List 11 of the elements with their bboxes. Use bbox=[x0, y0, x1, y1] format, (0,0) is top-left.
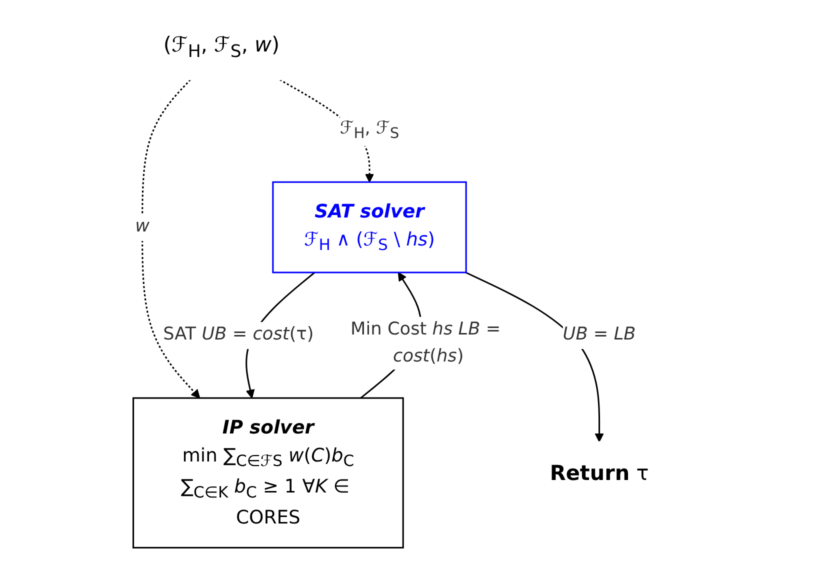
edge-label: w bbox=[136, 216, 150, 237]
arrow bbox=[466, 272, 604, 442]
node-box: IP solver min ∑$_{C∈ℱS}$ w(C)b$_{C}$ ∑$_{C∈K}$ b$_{C}$ ≥ 1 ∀K ∈ CORES bbox=[132, 397, 404, 548]
node-text: (ℱ$_{H}$, ℱ$_{S}$, w) bbox=[164, 32, 280, 62]
edge-label: ℱ$_{H}$, ℱ$_{S}$ bbox=[340, 118, 400, 142]
node-box: SAT solver ℱ$_{H}$ ∧ (ℱ$_{S}$ \ hs) bbox=[272, 181, 468, 274]
edge-label: UB = LB bbox=[563, 324, 636, 345]
edge-label: Min Cost hs LB = cost(hs) bbox=[350, 318, 502, 366]
arrow bbox=[142, 79, 201, 398]
edge-label: SAT UB = cost(τ) bbox=[163, 324, 314, 345]
node-text: Return τ bbox=[550, 460, 650, 486]
